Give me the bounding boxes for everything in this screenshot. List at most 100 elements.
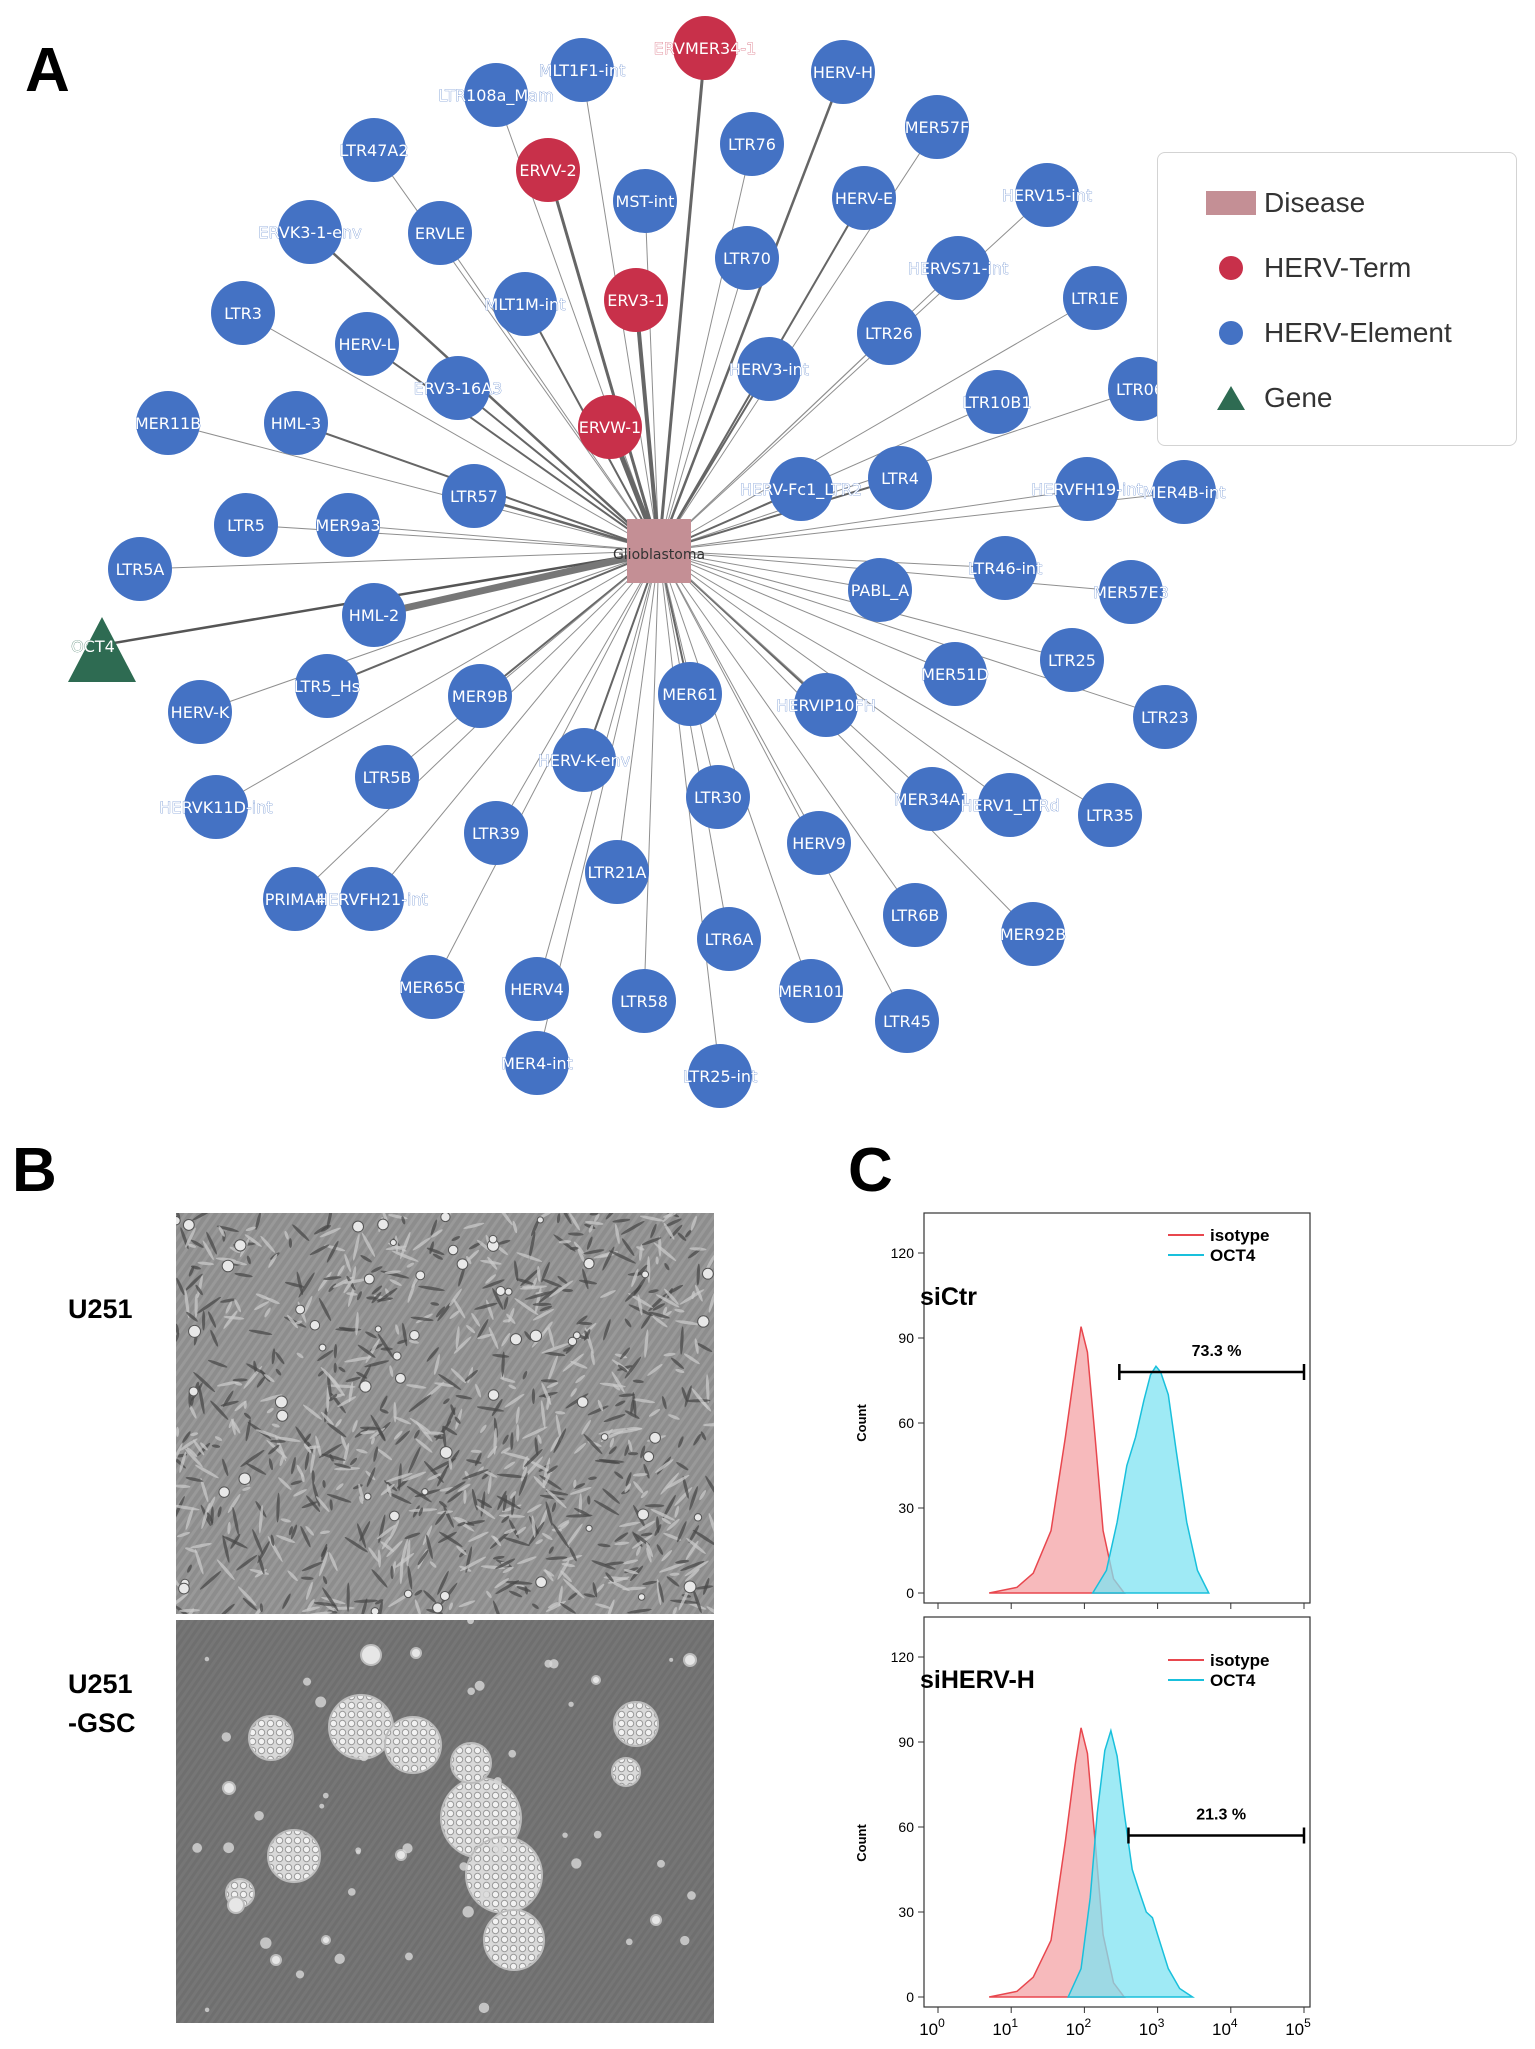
node-mer51d[interactable]: MER51D <box>921 642 989 706</box>
node-hml-3[interactable]: HML-3 <box>264 391 328 455</box>
node-ltr46-int[interactable]: LTR46-int <box>967 536 1043 600</box>
node-mer57f[interactable]: MER57F <box>904 95 970 159</box>
node-herv9[interactable]: HERV9 <box>787 811 851 875</box>
node-ltr06[interactable]: LTR06 <box>1108 357 1172 421</box>
node-prima4[interactable]: PRIMA4 <box>263 867 327 931</box>
edge-herv-h <box>657 71 845 552</box>
node-ervw-1[interactable]: ERVW-1 <box>578 395 642 459</box>
node-hml-2[interactable]: HML-2 <box>342 583 406 647</box>
node-herv-fc1-ltr2[interactable]: HERV-Fc1_LTR2 <box>740 457 862 521</box>
node-ltr45[interactable]: LTR45 <box>875 989 939 1053</box>
node-ltr4[interactable]: LTR4 <box>868 446 932 510</box>
node-erv3-1[interactable]: ERV3-1 <box>604 268 668 332</box>
node-mer9b[interactable]: MER9B <box>448 664 512 728</box>
node-mst-int[interactable]: MST-int <box>613 169 677 233</box>
node-hervfh19-int[interactable]: HERVFH19-int <box>1031 457 1143 521</box>
node-herv4[interactable]: HERV4 <box>505 957 569 1021</box>
node-label: PABL_A <box>851 581 909 601</box>
node-ltr10b1[interactable]: LTR10B1 <box>962 370 1032 434</box>
node-mlt1f1-int[interactable]: MLT1F1-int <box>538 38 626 102</box>
gene-node[interactable]: OCT4 <box>68 617 136 682</box>
node-ltr5-hs[interactable]: LTR5_Hs <box>294 654 360 718</box>
node-herv15-int[interactable]: HERV15-int <box>1002 163 1092 227</box>
node-ervk3-1-env[interactable]: ERVK3-1-env <box>258 200 362 264</box>
node-mer4-int[interactable]: MER4-int <box>501 1031 573 1095</box>
node-label: MER57E3 <box>1093 583 1169 602</box>
node-ltr6b[interactable]: LTR6B <box>883 883 947 947</box>
node-herv-e[interactable]: HERV-E <box>832 166 896 230</box>
legend-label-isotype: isotype <box>1210 1651 1270 1670</box>
node-ltr5b[interactable]: LTR5B <box>355 745 419 809</box>
node-mer65c[interactable]: MER65C <box>398 955 466 1019</box>
node-ltr6a[interactable]: LTR6A <box>697 907 761 971</box>
node-ltr5a[interactable]: LTR5A <box>108 537 172 601</box>
y-tick-label: 60 <box>898 1819 914 1835</box>
node-mer11b[interactable]: MER11B <box>135 391 201 455</box>
node-ltr23[interactable]: LTR23 <box>1133 685 1197 749</box>
node-ltr39[interactable]: LTR39 <box>464 801 528 865</box>
node-circle <box>493 272 557 336</box>
node-label: HERV-H <box>813 63 873 82</box>
node-label: MLT1M-int <box>485 295 566 314</box>
node-ltr25-int[interactable]: LTR25-int <box>682 1044 758 1108</box>
node-mlt1m-int[interactable]: MLT1M-int <box>484 272 566 336</box>
node-erv3-16a3[interactable]: ERV3-16A3 <box>413 356 503 420</box>
node-hervk11d-int[interactable]: HERVK11D-int <box>159 775 273 839</box>
node-ltr58[interactable]: LTR58 <box>612 969 676 1033</box>
node-label: HERV1_LTRd <box>960 796 1059 816</box>
node-ltr5[interactable]: LTR5 <box>214 493 278 557</box>
node-herv1-ltrd[interactable]: HERV1_LTRd <box>960 773 1060 837</box>
node-ltr30[interactable]: LTR30 <box>686 765 750 829</box>
node-ervle[interactable]: ERVLE <box>408 201 472 265</box>
node-circle <box>505 957 569 1021</box>
disease-node-label: Glioblastoma <box>613 547 705 563</box>
node-mer4b-int[interactable]: MER4B-int <box>1142 460 1226 524</box>
edge-ltr76 <box>658 143 753 552</box>
gene-node-label: OCT4 <box>71 637 115 656</box>
node-hervfh21-int[interactable]: HERVFH21-int <box>316 867 428 931</box>
node-ltr57[interactable]: LTR57 <box>442 464 506 528</box>
node-ltr21a[interactable]: LTR21A <box>585 840 649 904</box>
node-mer61[interactable]: MER61 <box>658 662 722 726</box>
node-herv3-int[interactable]: HERV3-int <box>729 337 809 401</box>
node-circle <box>516 138 580 202</box>
node-mer101[interactable]: MER101 <box>778 959 844 1023</box>
node-ltr70[interactable]: LTR70 <box>715 226 779 290</box>
edge-erv3-1 <box>634 299 661 552</box>
node-herv-k[interactable]: HERV-K <box>168 680 232 744</box>
node-label: MER51D <box>921 665 989 684</box>
node-hervs71-int[interactable]: HERVS71-int <box>907 236 1009 300</box>
disease-node[interactable]: Glioblastoma <box>613 519 705 583</box>
edge-ltr6b <box>658 550 916 916</box>
node-ltr108a-mam[interactable]: LTR108a_Mam <box>438 63 554 127</box>
node-herv-k-env[interactable]: HERV-K-env <box>538 728 630 792</box>
node-ltr35[interactable]: LTR35 <box>1078 783 1142 847</box>
node-ltr76[interactable]: LTR76 <box>720 112 784 176</box>
node-ervmer34-1[interactable]: ERVMER34-1 <box>653 16 757 80</box>
node-circle <box>1040 628 1104 692</box>
node-pabl-a[interactable]: PABL_A <box>848 558 912 622</box>
node-ervv-2[interactable]: ERVV-2 <box>516 138 580 202</box>
node-mer92b[interactable]: MER92B <box>1000 902 1066 966</box>
legend-label-oct4: OCT4 <box>1210 1671 1256 1690</box>
node-mer57e3[interactable]: MER57E3 <box>1093 560 1169 624</box>
node-herv-h[interactable]: HERV-H <box>811 40 875 104</box>
node-ltr26[interactable]: LTR26 <box>857 301 921 365</box>
edge-mer11b <box>167 422 660 552</box>
node-mer9a3[interactable]: MER9a3 <box>315 493 381 557</box>
node-herv-l[interactable]: HERV-L <box>335 312 399 376</box>
node-label: MLT1F1-int <box>539 61 625 80</box>
node-label: LTR25 <box>1048 651 1096 670</box>
node-hervip10fh[interactable]: HERVIP10FH <box>776 673 876 737</box>
node-ltr1e[interactable]: LTR1E <box>1063 266 1127 330</box>
node-ltr47a2[interactable]: LTR47A2 <box>339 118 409 182</box>
node-circle <box>408 201 472 265</box>
legend-item-herv-term: HERV-Term <box>1206 248 1411 288</box>
legend-item-gene: Gene <box>1206 378 1333 418</box>
node-circle <box>811 40 875 104</box>
node-ltr3[interactable]: LTR3 <box>211 281 275 345</box>
node-label: MER9B <box>452 687 508 706</box>
node-mer34a1[interactable]: MER34A1 <box>893 767 971 831</box>
node-ltr25[interactable]: LTR25 <box>1040 628 1104 692</box>
gate-percentage: 73.3 % <box>1192 1343 1242 1360</box>
